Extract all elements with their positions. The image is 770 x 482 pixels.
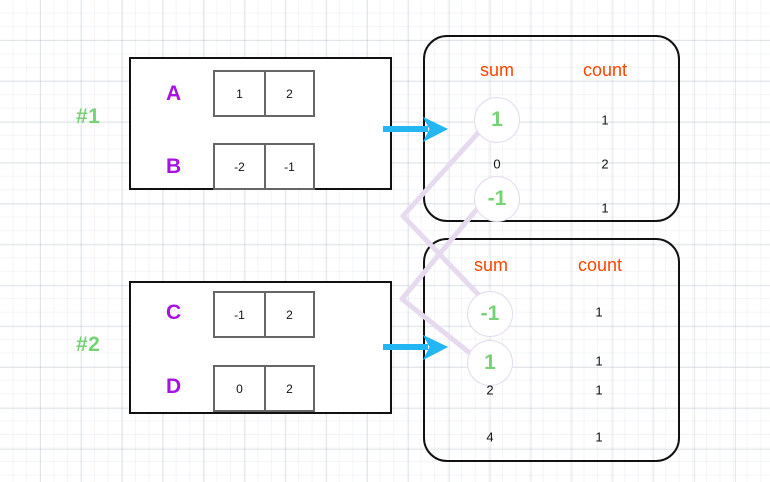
output-2-row-2-highlight-circle: [467, 340, 513, 386]
output-1-row-1-sum: 1: [491, 108, 503, 131]
partition-2-row-2-cells: 0 2: [213, 365, 315, 412]
partition-1-row-2-cells: -2 -1: [213, 143, 315, 190]
output-2-row-1-highlight-circle: [467, 291, 513, 337]
cell-value: -2: [234, 159, 245, 174]
link-sum1-to-sum-1: [400, 119, 500, 317]
cell-value: 0: [236, 381, 243, 396]
partition-1-row-2-key: B: [166, 155, 182, 178]
output-1-row-2-sum: 0: [493, 156, 501, 172]
output-2-row-4-count: 1: [595, 429, 603, 445]
output-1-header-sum: sum: [479, 60, 515, 80]
cell-value: -1: [234, 307, 245, 322]
output-2-row-1-sum: -1: [480, 302, 500, 325]
partition-1-row-1-cells: 1 2: [213, 70, 315, 117]
output-1-row-2-count: 2: [601, 156, 609, 172]
shuffle-arrow-2: [383, 334, 449, 361]
output-1-row-1-count: 1: [601, 112, 609, 128]
output-2-row-3-count: 1: [595, 382, 603, 398]
partition-label-2: #2: [76, 333, 101, 356]
shuffle-arrow-1: [383, 116, 449, 143]
link-sum-1-to-sum1: [399, 200, 488, 368]
output-2-row-2-count: 1: [595, 353, 603, 369]
partition-1-row-1-key: A: [166, 82, 182, 105]
output-1-row-1-highlight-circle: [474, 97, 520, 143]
partition-label-1: #1: [76, 105, 101, 128]
cell-value: 2: [263, 293, 313, 336]
output-2-header-sum: sum: [473, 255, 509, 275]
cell-value: 2: [263, 72, 313, 115]
cell-value: -1: [263, 145, 313, 188]
cell-value: 1: [236, 86, 243, 101]
partition-2-row-2-key: D: [166, 375, 182, 398]
partition-2-row-1-key: C: [166, 301, 182, 324]
output-2-row-3-sum: 2: [486, 382, 494, 398]
output-2-row-4-sum: 4: [486, 429, 494, 445]
output-2-row-1-count: 1: [595, 304, 603, 320]
partition-2-row-1-cells: -1 2: [213, 291, 315, 338]
output-1-row-3-count: 1: [601, 200, 609, 216]
output-2-header-count: count: [577, 255, 623, 275]
cell-value: 2: [263, 367, 313, 410]
output-1-header-count: count: [582, 60, 628, 80]
output-1-row-3-highlight-circle: [474, 176, 520, 222]
output-1-row-3-sum: -1: [487, 187, 507, 210]
output-2-row-2-sum: 1: [484, 351, 496, 374]
